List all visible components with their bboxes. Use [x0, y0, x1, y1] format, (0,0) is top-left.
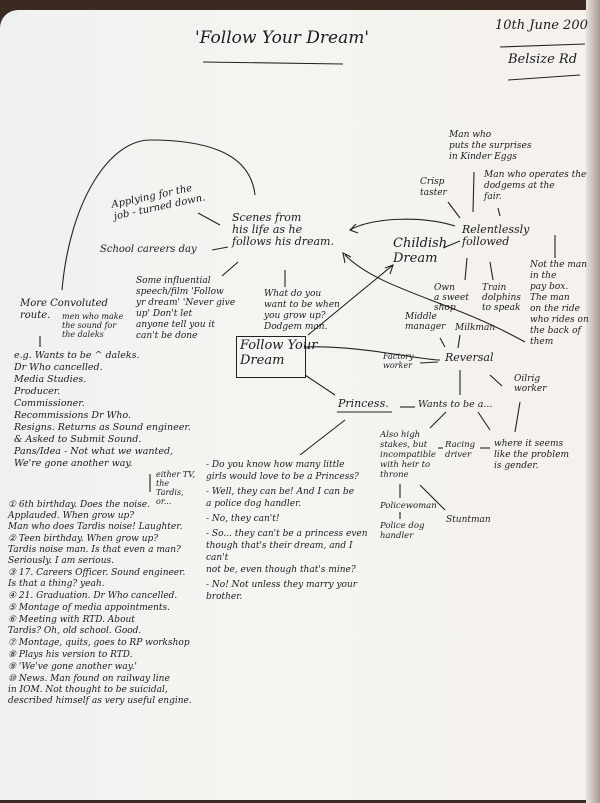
racing-driver: Racing driver [445, 440, 476, 460]
convoluted-note: More Convoluted route. [20, 298, 108, 321]
dialogue-line: - So... they can't be a princess even th… [206, 529, 368, 575]
route-item: e.g. Wants to be ^ daleks. [14, 350, 140, 361]
scene-item: ⑤ Montage of media appointments. [8, 603, 170, 613]
line-dolphins [489, 261, 494, 281]
what-note: What do you want to be when you grow up?… [264, 289, 340, 332]
gender-note: where it seems like the problem is gende… [494, 439, 569, 471]
dialogue-line: - No, they can't! [206, 514, 280, 524]
date-underline [499, 43, 586, 48]
line-throne-stunt [419, 484, 446, 511]
arrow-ride-scenes [344, 254, 526, 343]
route-item: Producer. [14, 386, 61, 397]
line-oilrig-gender [514, 401, 521, 433]
high-stakes-note: Also high stakes, but incompatible with … [380, 430, 436, 480]
paybox-note: Not the man in the pay box. The man on t… [530, 260, 589, 347]
arrow-relentless-scenes [349, 218, 456, 231]
numbered-scenes: ① 6th birthday. Does the noise. Applaude… [8, 500, 200, 707]
childish-dream: Childish Dream [393, 236, 448, 266]
kinder-note: Man who puts the surprises in Kinder Egg… [449, 130, 532, 162]
line-sweet [464, 257, 468, 281]
school-note: School careers day [100, 244, 197, 255]
place-underline [507, 74, 581, 81]
notebook-page [0, 10, 600, 800]
milkman: Milkman [455, 323, 496, 333]
line-box-princess [304, 374, 336, 396]
stuntman: Stuntman [446, 515, 491, 525]
wants-to-be: Wants to be a... [418, 399, 493, 410]
line-middle [439, 337, 446, 348]
dialogue-line: - No! Not unless they marry your brother… [206, 580, 358, 602]
scene-item: ④ 21. Graduation. Dr Who cancelled. [8, 591, 178, 601]
reversal-hub: Reversal [445, 351, 494, 364]
line-oilrig [489, 374, 503, 387]
route-item: Media Studies. [14, 374, 87, 385]
sweet-shop-note: Own a sweet shop [434, 283, 469, 313]
princess-dialogue: - Do you know how many little girls woul… [206, 459, 374, 603]
line-princess-dialogue [299, 419, 346, 456]
central-topic: Follow Your Dream [240, 338, 318, 368]
crisp-note: Crisp taster [420, 177, 447, 198]
either-note: either TV, the Tardis, or... [156, 470, 196, 506]
scene-item: ⑩ News. Man found on railway line in IOM… [8, 674, 192, 706]
route-item: Pans/Idea - Not what we wanted, We're go… [14, 446, 174, 469]
line-factory [419, 361, 439, 364]
central-box [236, 336, 306, 378]
speech-note: Some influential speech/film 'Follow yr … [136, 276, 236, 341]
route-item: Dr Who cancelled. [14, 362, 103, 373]
factory-worker: Factory worker [383, 352, 414, 370]
route-item: Recommissions Dr Who. [14, 410, 132, 421]
line-applying [197, 212, 221, 226]
line-box-reversal [303, 346, 441, 361]
route-list: e.g. Wants to be ^ daleks. Dr Who cancel… [14, 350, 229, 470]
scene-item: ⑧ Plays his version to RTD. [8, 650, 133, 660]
arrow-childish [384, 264, 394, 275]
line-childish-relentless [442, 240, 461, 249]
dolphins-note: Train dolphins to speak [482, 283, 521, 313]
scene-item: ③ 17. Careers Officer. Sound engineer. I… [8, 568, 186, 589]
page-edge [586, 0, 600, 803]
policewoman: Policewoman [380, 501, 437, 511]
scene-item: ⑦ Montage, quits, goes to RP workshop [8, 638, 190, 648]
middle-manager: Middle manager [405, 312, 446, 332]
scene-item: ① 6th birthday. Does the noise. Applaude… [8, 500, 183, 532]
dodgems-note: Man who operates the dodgems at the fair… [484, 170, 587, 202]
scene-item: ② Teen birthday. When grow up? Tardis no… [8, 534, 181, 566]
relentlessly-followed: Relentlessly followed [462, 223, 530, 248]
scene-item: ⑨ 'We've gone another way.' [8, 662, 137, 672]
oilrig-worker: Oilrig worker [514, 374, 547, 394]
line-wants-gender [477, 411, 491, 431]
line-milkman [457, 334, 461, 349]
scenes-hub: Scenes from his life as he follows his d… [232, 211, 334, 248]
line-crisp [447, 201, 461, 219]
line-speech [221, 261, 239, 277]
line-school [211, 246, 229, 251]
route-item: & Asked to Submit Sound. [14, 434, 142, 445]
arrow-head-ride [342, 252, 352, 264]
scene-item: ⑥ Meeting with RTD. About Tardis? Oh, ol… [8, 615, 142, 636]
princess: Princess. [338, 397, 389, 410]
place-text: Belsize Rd [508, 52, 578, 67]
route-item: Resigns. Returns as Sound engineer. [14, 422, 191, 433]
dialogue-line: - Well, they can be! And I can be a poli… [206, 487, 355, 509]
date-text: 10th June 200 [495, 18, 588, 33]
route-item: Commissioner. [14, 398, 85, 409]
arrow-head-scenes [349, 223, 359, 234]
arc-line [61, 139, 256, 291]
dialogue-line: - Do you know how many little girls woul… [206, 460, 359, 482]
men-sound-note: men who make the sound for the daleks [62, 312, 124, 339]
page-title: 'Follow Your Dream' [195, 28, 370, 48]
line-wants-high [429, 411, 447, 429]
title-underline [202, 61, 344, 65]
line-dodgems [497, 207, 501, 217]
line-box-childish [307, 264, 394, 336]
police-dog-handler: Police dog handler [380, 521, 425, 541]
line-kinder [472, 171, 475, 213]
